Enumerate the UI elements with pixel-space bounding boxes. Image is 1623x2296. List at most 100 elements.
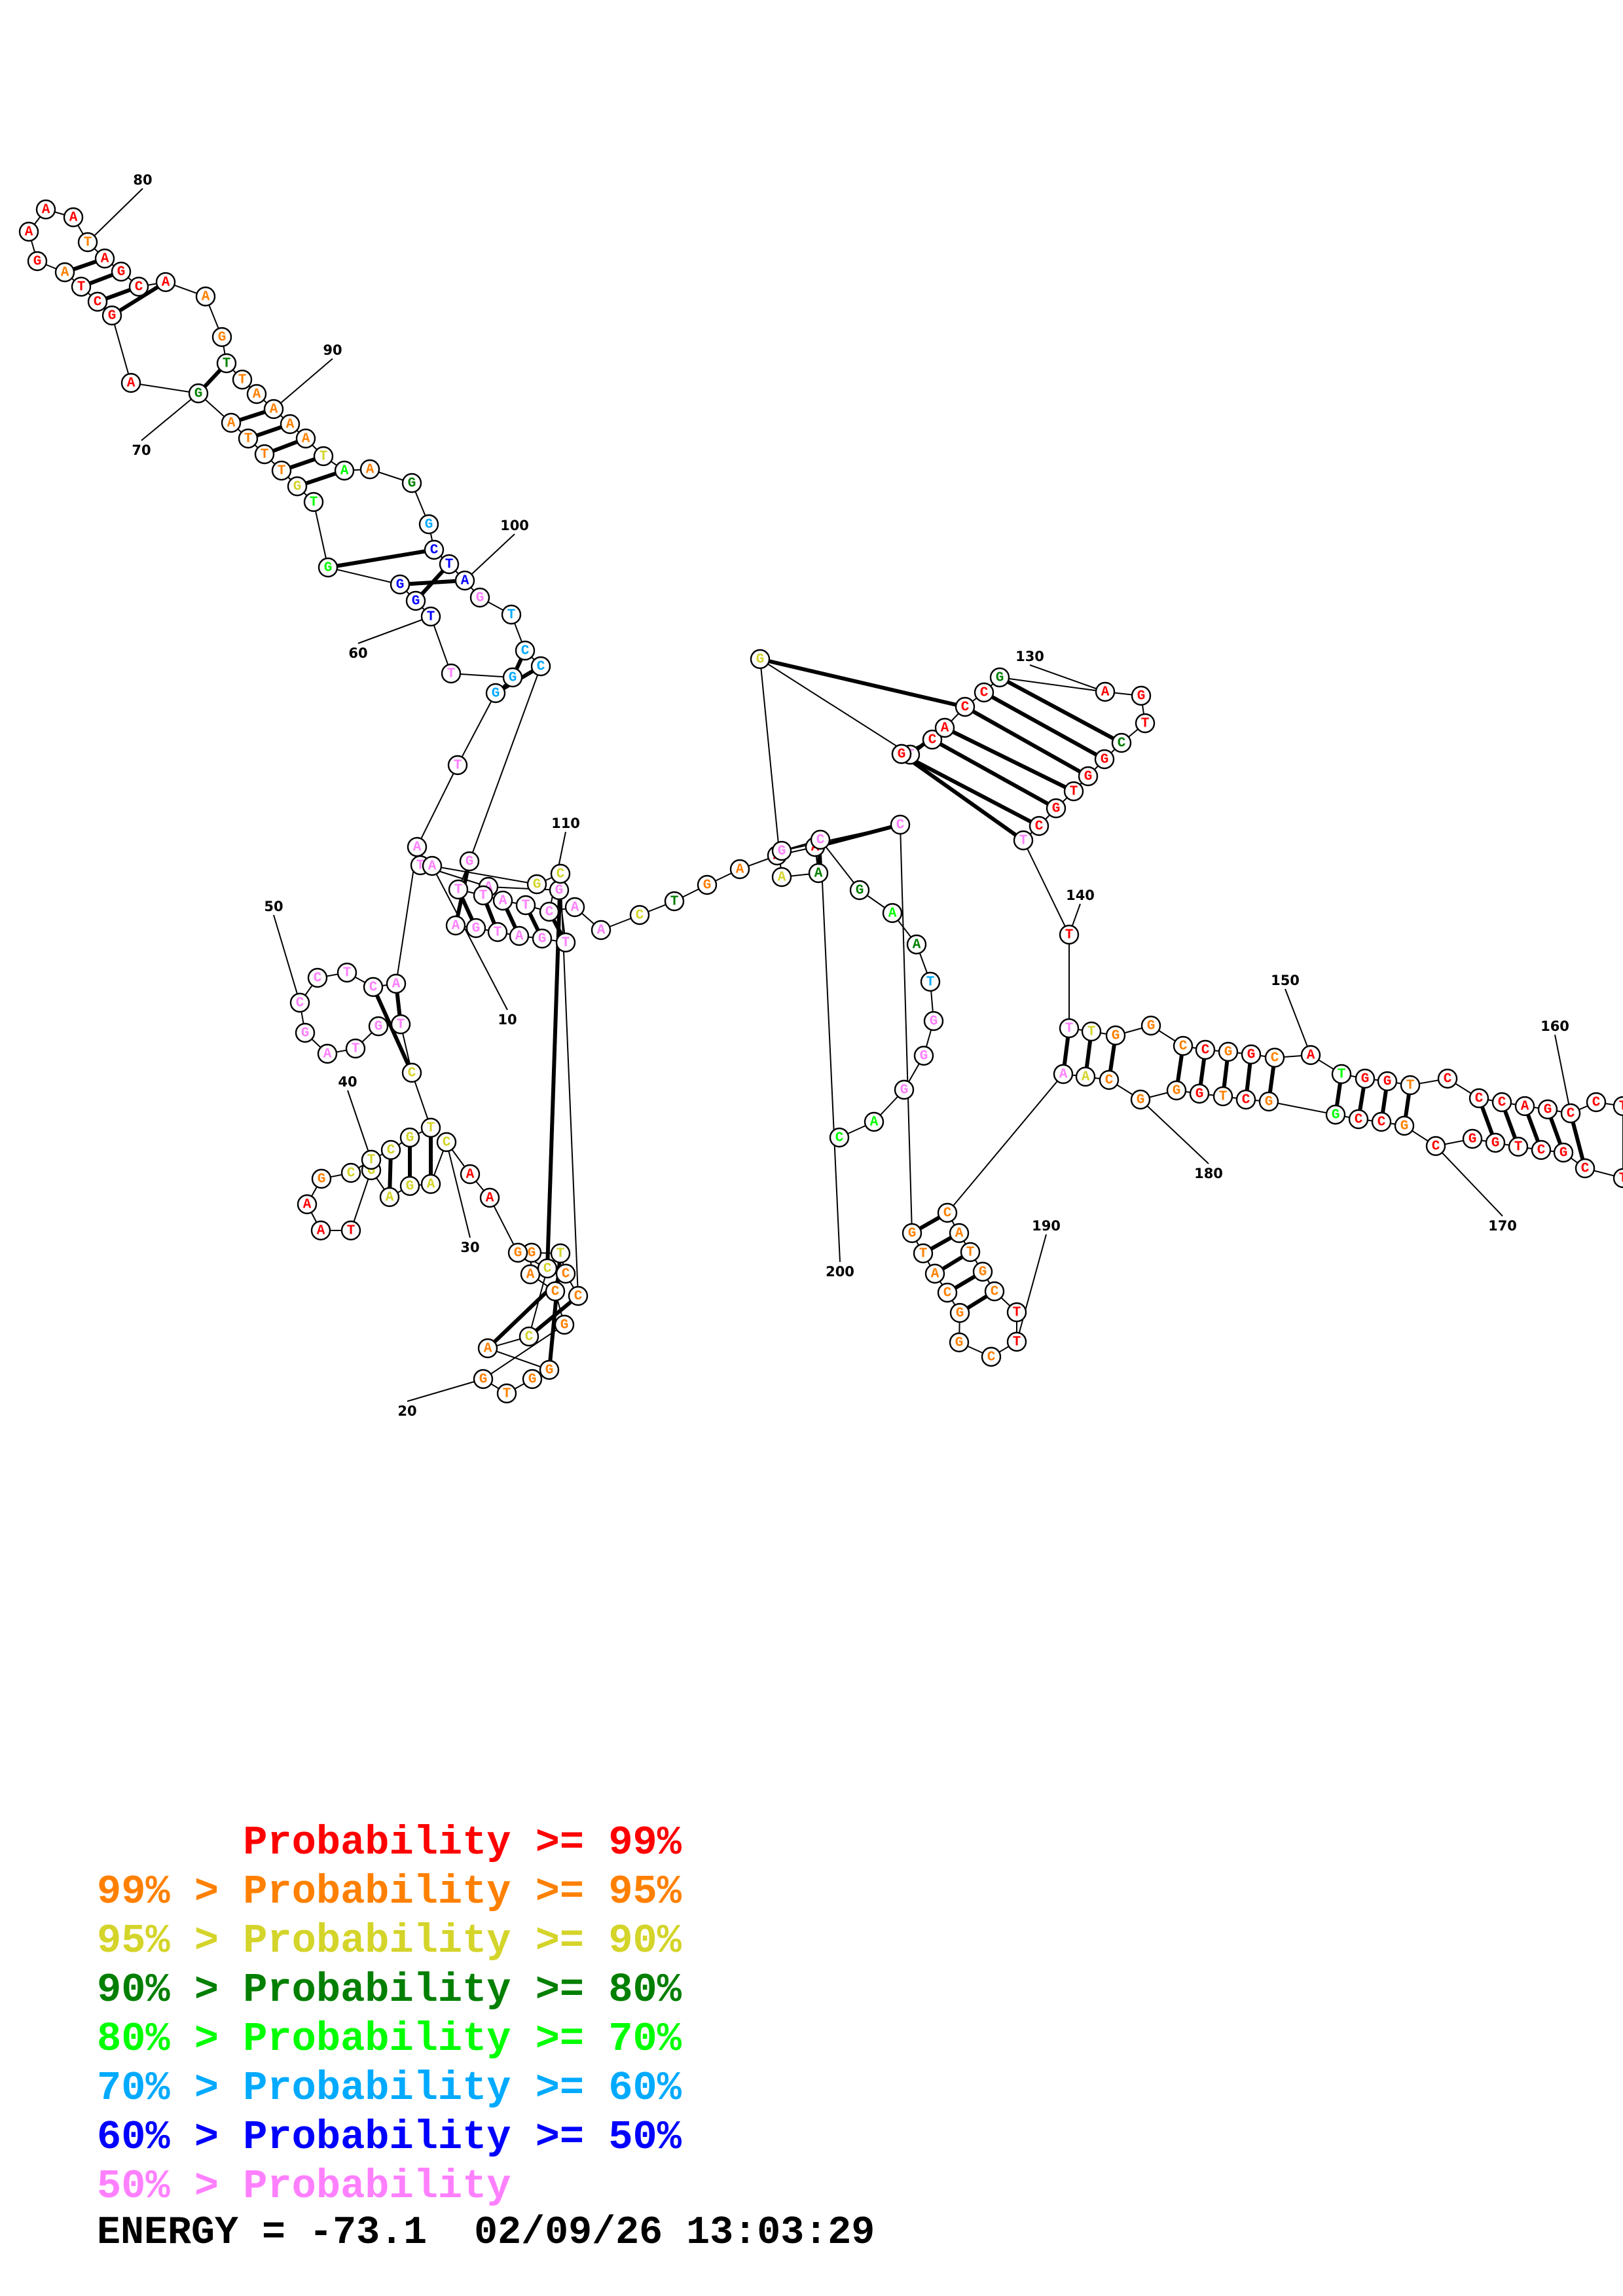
nucleotide-letter: T <box>261 448 269 463</box>
nucleotide-letter: C <box>296 996 304 1011</box>
nucleotide-circle <box>307 967 328 988</box>
nucleotide: G <box>1166 1080 1187 1101</box>
nucleotide-circle <box>1095 681 1116 702</box>
nucleotide-circle <box>1485 1132 1506 1153</box>
nucleotide-circle <box>1213 1086 1233 1107</box>
nucleotide-circle <box>155 272 176 293</box>
nucleotide-letter: G <box>1383 1075 1392 1090</box>
backbone-segment <box>313 501 329 568</box>
nucleotide-circle <box>54 262 75 283</box>
legend-text: Probability <box>243 2163 511 2210</box>
nucleotide: G <box>849 880 870 901</box>
nucleotide-letter: C <box>1475 1092 1484 1107</box>
nucleotide-letter: T <box>1514 1140 1523 1155</box>
nucleotide-letter: G <box>1400 1119 1409 1134</box>
nucleotide: T <box>664 891 685 912</box>
nucleotide-circle <box>111 261 132 282</box>
nucleotide-letter: G <box>301 1026 310 1041</box>
position-tick <box>141 393 199 441</box>
nucleotide: A <box>477 1338 498 1359</box>
position-label: 80 <box>133 172 152 188</box>
nucleotide: A <box>1053 1064 1074 1085</box>
nucleotide-circle <box>981 1346 1002 1367</box>
nucleotide-circle <box>318 557 338 578</box>
nucleotide-circle <box>1537 1099 1558 1120</box>
position-tick <box>431 865 508 1011</box>
nucleotide-circle <box>697 874 718 895</box>
nucleotide-letter: C <box>551 1285 560 1300</box>
nucleotide-letter: T <box>223 357 231 372</box>
nucleotide: A <box>771 867 792 888</box>
legend-row-p80: 90% > Probability >= 80% <box>97 1965 682 2015</box>
nucleotide-letter: G <box>396 578 405 593</box>
nucleotide-circle <box>441 663 462 684</box>
nucleotide-circle <box>424 539 445 560</box>
nucleotide-circle <box>340 1220 361 1241</box>
nucleotide: A <box>221 412 242 433</box>
nucleotide-letter: C <box>1201 1043 1210 1058</box>
nucleotide-circle <box>891 744 912 764</box>
energy-label: ENERGY = <box>97 2211 310 2255</box>
nucleotide-letter: G <box>33 255 42 270</box>
nucleotide: C <box>436 1132 457 1153</box>
nucleotide: T <box>303 492 324 512</box>
nucleotide-letter: G <box>425 518 433 533</box>
nucleotide-letter: G <box>1173 1084 1181 1099</box>
nucleotide: G <box>1046 798 1067 819</box>
nucleotide-circle <box>334 460 355 481</box>
nucleotide-letter: A <box>127 376 136 391</box>
nucleotide: G <box>1258 1091 1279 1112</box>
nucleotide: A <box>35 199 56 220</box>
nucleotide: G <box>295 1022 316 1043</box>
nucleotide-letter: T <box>310 495 318 511</box>
nucleotide: G <box>318 557 338 578</box>
nucleotide-circle <box>345 1038 366 1059</box>
nucleotide-circle <box>246 384 267 404</box>
nucleotide-circle <box>1075 1066 1096 1087</box>
nucleotide-circle <box>459 851 480 872</box>
nucleotide-circle <box>829 1127 850 1148</box>
nucleotide: A <box>246 384 267 404</box>
nucleotide-letter: G <box>318 1172 326 1187</box>
nucleotide: G <box>459 851 480 872</box>
nucleotide-letter: C <box>1377 1115 1386 1130</box>
nucleotide-circle <box>890 814 911 835</box>
nucleotide: C <box>128 276 149 297</box>
position-label: 190 <box>1032 1218 1061 1234</box>
nucleotide-circle <box>1377 1071 1398 1092</box>
nucleotide-letter: C <box>1537 1143 1546 1158</box>
nucleotide-circle <box>937 1202 958 1223</box>
nucleotide-letter: A <box>486 1191 494 1206</box>
nucleotide: A <box>564 897 585 918</box>
nucleotide: G <box>27 251 48 272</box>
nucleotide: A <box>359 459 380 480</box>
nucleotide: G <box>401 473 422 493</box>
nucleotide-letter: G <box>1137 689 1146 704</box>
nucleotide-circle <box>496 1383 517 1404</box>
nucleotide-letter: C <box>987 1350 996 1365</box>
nucleotide-circle <box>380 1139 401 1160</box>
nucleotide: C <box>550 863 571 884</box>
legend-prefix <box>97 1820 243 1866</box>
nucleotide-circle <box>913 1045 934 1066</box>
base-pair-bond <box>983 691 1106 761</box>
position-label: 140 <box>1066 888 1095 903</box>
nucleotide-circle <box>537 1258 558 1279</box>
nucleotide: C <box>829 1127 850 1148</box>
nucleotide-letter: G <box>406 1179 414 1194</box>
nucleotide-circle <box>485 683 506 704</box>
nucleotide: G <box>390 574 410 595</box>
nucleotide-letter: G <box>856 884 864 899</box>
nucleotide: C <box>955 696 976 717</box>
nucleotide: T <box>448 879 469 900</box>
nucleotide: T <box>1331 1064 1352 1085</box>
nucleotide-letter: T <box>454 883 463 898</box>
nucleotide-letter: G <box>514 1246 522 1261</box>
nucleotide: G <box>101 305 122 326</box>
position-label: 170 <box>1488 1218 1517 1234</box>
nucleotide-circle <box>555 1263 576 1284</box>
nucleotide-circle <box>211 327 232 348</box>
legend-text: Probability >= 95% <box>243 1869 682 1915</box>
backbone-segment <box>999 677 1106 692</box>
nucleotide-circle <box>1046 798 1067 819</box>
